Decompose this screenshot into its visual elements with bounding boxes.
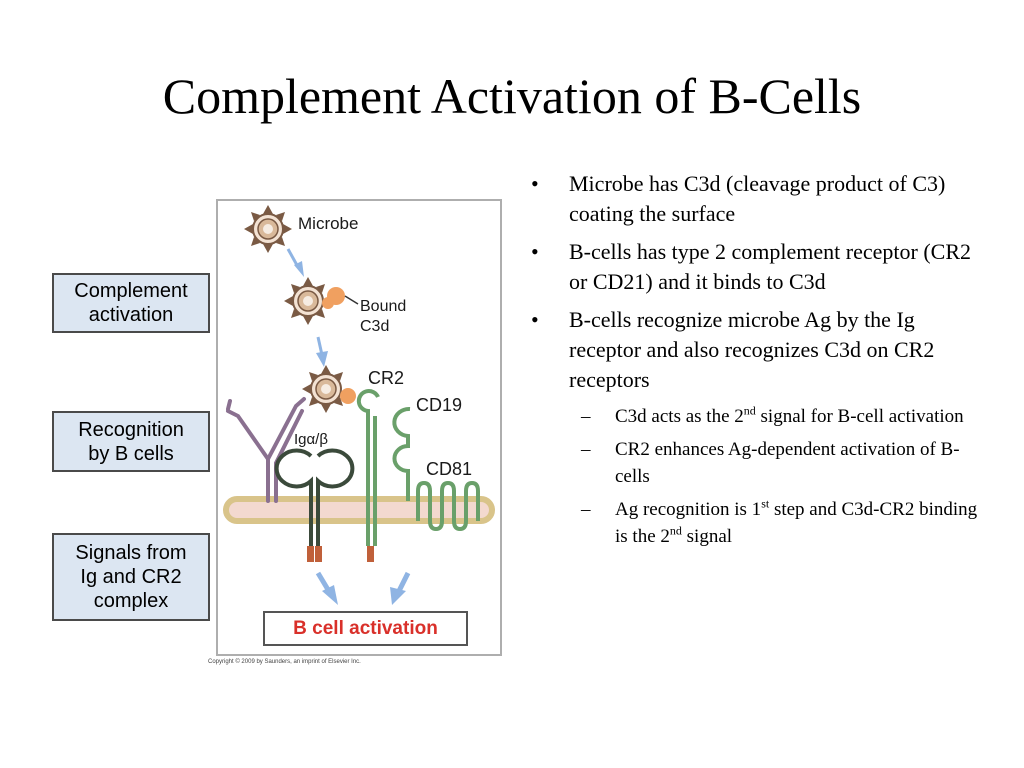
recognition-box: Recognition by B cells bbox=[52, 411, 210, 472]
signals-box: Signals from Ig and CR2 complex bbox=[52, 533, 210, 621]
microbe-icon bbox=[244, 205, 292, 253]
sub-bullet-mark: – bbox=[581, 499, 591, 520]
sub-bullet-text: Ag recognition is 1st step and C3d-CR2 b… bbox=[615, 496, 978, 547]
signal-tail-icon bbox=[367, 546, 374, 562]
bullet-item: • B-cells recognize microbe Ag by the Ig… bbox=[529, 305, 979, 395]
sub-bullet-item: – C3d acts as the 2nd signal for B-cell … bbox=[529, 403, 979, 430]
cd19-receptor-icon bbox=[392, 406, 411, 501]
cd81-label: CD81 bbox=[426, 459, 472, 479]
arrow-icon bbox=[316, 336, 328, 367]
arrow-icon bbox=[390, 571, 411, 605]
microbe-label: Microbe bbox=[298, 214, 358, 233]
sub-bullet-mark: – bbox=[581, 439, 591, 460]
cr2-label: CR2 bbox=[368, 368, 404, 388]
ig-alpha-beta-icon bbox=[274, 448, 355, 546]
copyright-text: Copyright © 2009 by Saunders, an imprint… bbox=[208, 659, 361, 665]
sub-bullet-mark: – bbox=[581, 406, 591, 427]
cd19-label: CD19 bbox=[416, 395, 462, 415]
b-cell-activation-diagram: Microbe Bound C3d bbox=[223, 205, 495, 605]
complement-activation-box: Complement activation bbox=[52, 273, 210, 333]
bullet-mark: • bbox=[531, 307, 539, 332]
bound-label: Bound bbox=[360, 298, 406, 315]
cell-membrane bbox=[223, 496, 495, 524]
sub-bullet-item: – CR2 enhances Ag-dependent activation o… bbox=[529, 436, 979, 490]
arrow-icon bbox=[286, 248, 304, 277]
cd81-icon bbox=[416, 480, 480, 532]
ig-label: Igα/β bbox=[294, 431, 328, 448]
bullet-text: Microbe has C3d (cleavage product of C3)… bbox=[569, 171, 946, 226]
c3d-label: C3d bbox=[360, 318, 389, 335]
b-cell-activation-label: B cell activation bbox=[263, 611, 468, 646]
figure-frame bbox=[216, 199, 502, 656]
arrow-icon bbox=[315, 571, 338, 605]
sub-bullet-text: CR2 enhances Ag-dependent activation of … bbox=[615, 439, 960, 487]
cr2-receptor-icon bbox=[356, 389, 380, 546]
bullet-list: • Microbe has C3d (cleavage product of C… bbox=[529, 169, 979, 556]
bullet-mark: • bbox=[531, 239, 539, 264]
bullet-item: • Microbe has C3d (cleavage product of C… bbox=[529, 169, 979, 229]
slide-title: Complement Activation of B-Cells bbox=[162, 68, 862, 124]
sub-bullet-item: – Ag recognition is 1st step and C3d-CR2… bbox=[529, 496, 979, 550]
bullet-mark: • bbox=[531, 171, 539, 196]
bullet-item: • B-cells has type 2 complement receptor… bbox=[529, 237, 979, 297]
sub-bullet-text: C3d acts as the 2nd signal for B-cell ac… bbox=[615, 403, 964, 427]
microbe-with-c3d-icon bbox=[284, 277, 345, 325]
bullet-text: B-cells has type 2 complement receptor (… bbox=[569, 239, 971, 294]
bullet-text: B-cells recognize microbe Ag by the Ig r… bbox=[569, 307, 935, 392]
signal-tail-icon bbox=[315, 546, 322, 562]
signal-tail-icon bbox=[307, 546, 314, 562]
bound-microbe-icon bbox=[302, 365, 356, 413]
